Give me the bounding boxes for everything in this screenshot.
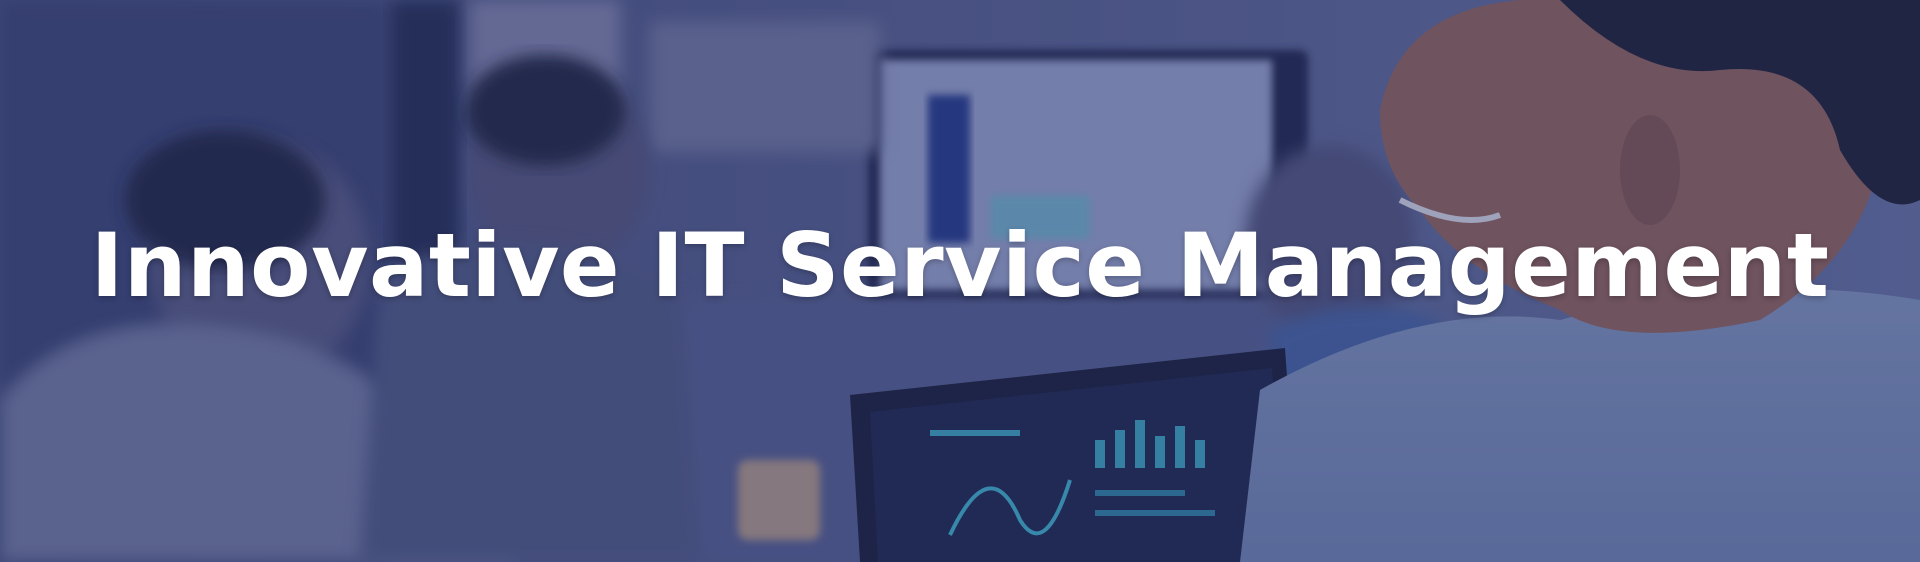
hero-headline: Innovative IT Service Management bbox=[90, 214, 1830, 317]
